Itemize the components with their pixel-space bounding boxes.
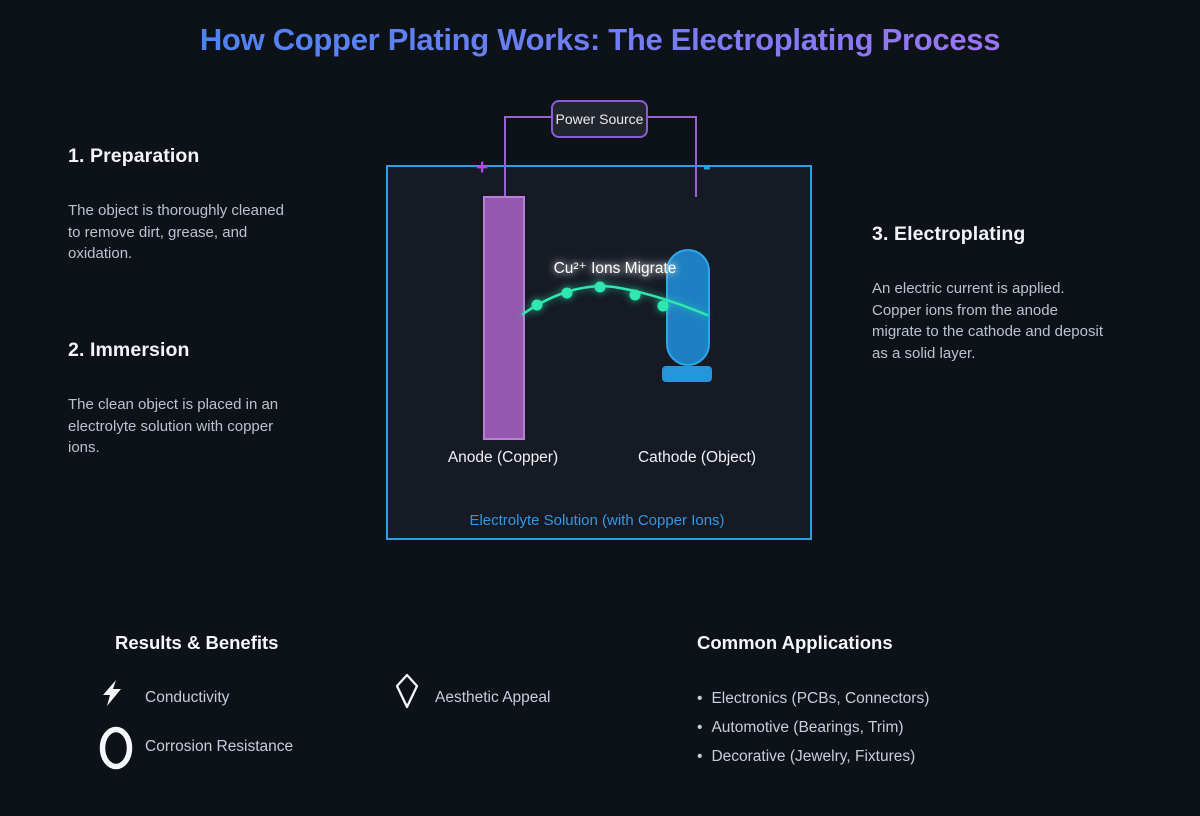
step-electroplating-body: An electric current is applied. Copper i…	[872, 280, 1103, 362]
bullet-icon: •	[697, 690, 703, 707]
anode-bar	[483, 196, 525, 440]
application-decorative-label: Decorative (Jewelry, Fixtures)	[711, 748, 916, 765]
application-automotive-label: Automotive (Bearings, Trim)	[711, 719, 904, 736]
page-title: How Copper Plating Works: The Electropla…	[0, 22, 1200, 58]
power-source-label: Power Source	[555, 111, 644, 127]
step-electroplating-heading: 3. Electroplating	[872, 223, 1026, 245]
lightning-bolt-icon	[100, 679, 124, 712]
gem-icon	[394, 673, 420, 715]
cathode-label: Cathode (Object)	[637, 449, 757, 466]
positive-terminal-label: +	[476, 156, 489, 179]
wire-cathode-horizontal	[648, 116, 697, 118]
wire-cathode-vertical	[695, 116, 697, 197]
step-immersion-heading: 2. Immersion	[68, 339, 190, 361]
step-immersion-body: The clean object is placed in an electro…	[68, 396, 279, 456]
electrolyte-solution-label: Electrolyte Solution (with Copper Ions)	[469, 512, 725, 529]
ring-icon	[98, 725, 134, 776]
ions-migrate-label: Cu²⁺ Ions Migrate	[553, 260, 677, 277]
cathode-base	[662, 366, 712, 382]
step-preparation-body: The object is thoroughly cleaned to remo…	[68, 202, 284, 262]
benefit-conductivity-label: Conductivity	[145, 689, 230, 706]
bullet-icon: •	[697, 719, 703, 736]
step-immersion: 2. Immersion The clean object is placed …	[68, 339, 293, 459]
application-electronics: • Electronics (PCBs, Connectors)	[697, 690, 929, 708]
step-preparation: 1. Preparation The object is thoroughly …	[68, 145, 293, 265]
application-electronics-label: Electronics (PCBs, Connectors)	[711, 690, 930, 707]
benefit-aesthetic-label: Aesthetic Appeal	[435, 689, 551, 706]
step-electroplating: 3. Electroplating An electric current is…	[872, 223, 1112, 364]
bullet-icon: •	[697, 748, 703, 765]
wire-anode-vertical	[504, 116, 506, 196]
electrolyte-tank	[386, 165, 812, 540]
results-benefits-heading: Results & Benefits	[115, 632, 279, 653]
power-source-box: Power Source	[551, 100, 648, 138]
wire-anode-horizontal	[504, 116, 552, 118]
benefit-corrosion-label: Corrosion Resistance	[145, 738, 294, 755]
application-decorative: • Decorative (Jewelry, Fixtures)	[697, 748, 915, 766]
step-preparation-heading: 1. Preparation	[68, 145, 200, 167]
negative-terminal-label: -	[703, 153, 711, 179]
common-applications-heading: Common Applications	[697, 632, 893, 653]
application-automotive: • Automotive (Bearings, Trim)	[697, 719, 904, 737]
anode-label: Anode (Copper)	[447, 449, 559, 466]
